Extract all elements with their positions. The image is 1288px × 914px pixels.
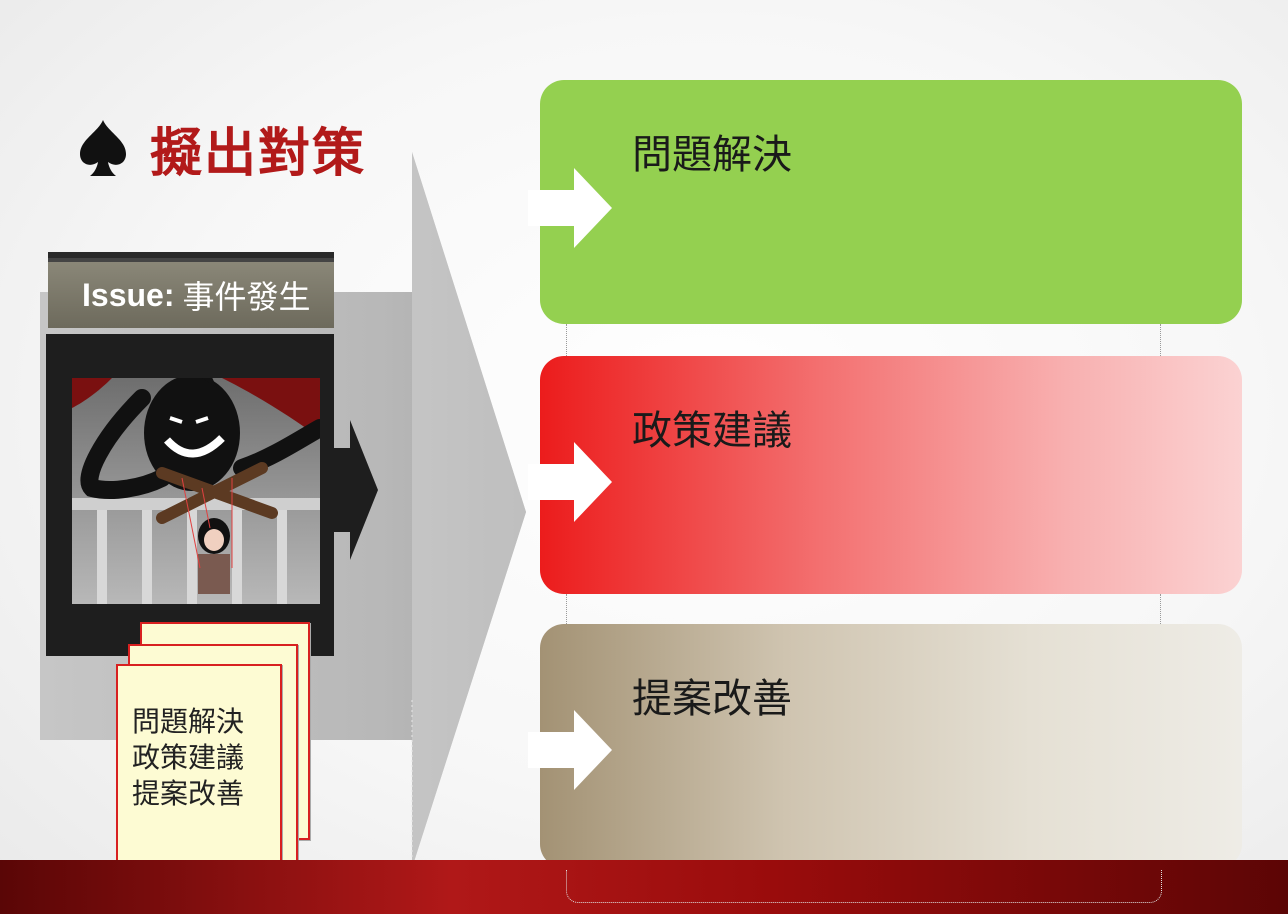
issue-label-text: 事件發生 [182, 278, 311, 316]
issue-arrow-icon [334, 420, 378, 560]
connector-bottom [566, 870, 1162, 903]
card-title: 問題解決 [632, 132, 792, 178]
card-policy-advice: 政策建議 [540, 356, 1242, 594]
card-arrow-icon [528, 710, 612, 790]
connector-right-top [1160, 324, 1161, 356]
issue-label: Issue: 事件發生 [48, 258, 334, 328]
issue-label-prefix: Issue: [82, 276, 175, 313]
document-line-3: 提案改善 [132, 777, 245, 810]
spade-icon [80, 120, 126, 176]
document-line-2: 政策建議 [132, 741, 245, 774]
card-arrow-icon [528, 168, 612, 248]
connector-left-mid [566, 594, 567, 624]
card-title: 政策建議 [632, 408, 792, 454]
connector-left-top [566, 324, 567, 356]
card-title: 提案改善 [632, 676, 792, 722]
title-row: 擬出對策 [78, 108, 366, 188]
document-line-1: 問題解決 [132, 705, 245, 738]
page-title: 擬出對策 [150, 123, 367, 184]
card-arrow-icon [528, 442, 612, 522]
card-proposal-improvement: 提案改善 [540, 624, 1242, 868]
document-sheet-front: 問題解決 政策建議 提案改善 [116, 664, 282, 862]
card-problem-solving: 問題解決 [540, 80, 1242, 324]
connector-right-mid [1160, 594, 1161, 624]
bottom-band [0, 860, 1288, 914]
puppet-master-illustration [72, 378, 320, 604]
